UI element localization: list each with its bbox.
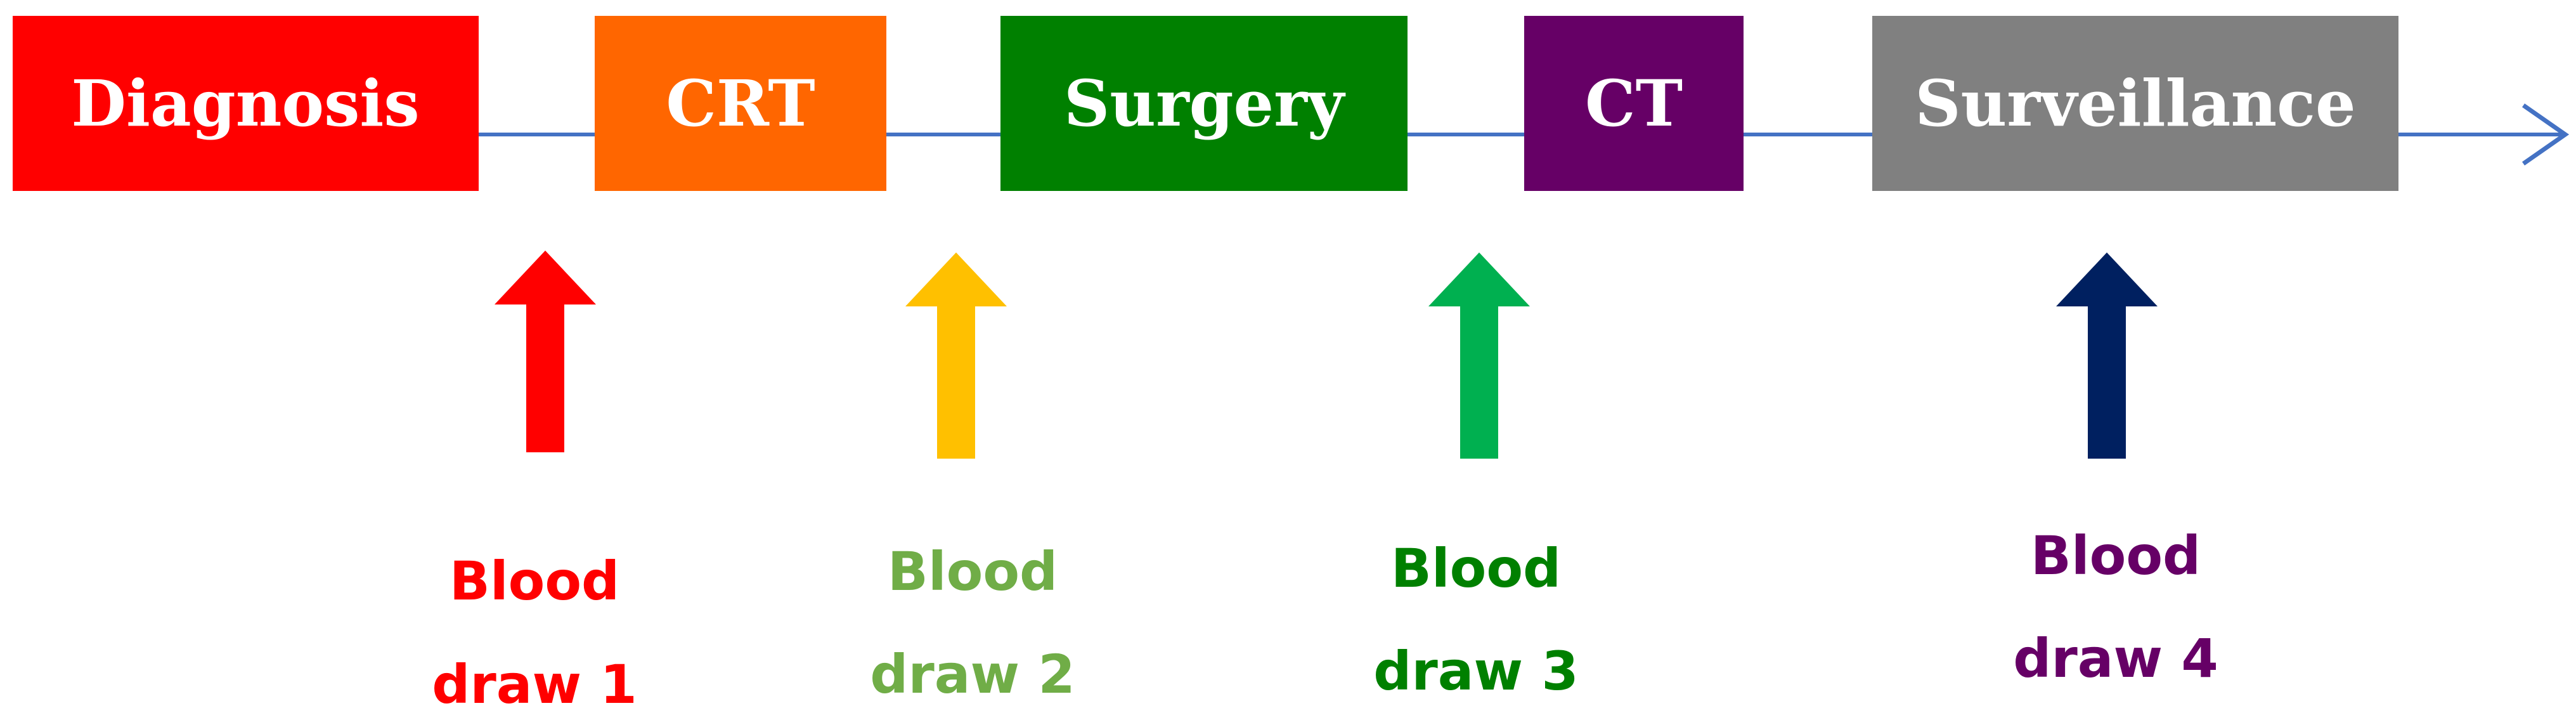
blood-draw-4-line2: draw 4 bbox=[2013, 627, 2218, 690]
stage-surveillance-box bbox=[1872, 16, 2398, 191]
timeline-arrowhead-icon bbox=[2521, 103, 2570, 166]
blood-draw-1: Blood draw 1 bbox=[432, 251, 637, 716]
blood-draw-4-line1: Blood bbox=[2031, 525, 2201, 587]
stage-surgery-label: Surgery bbox=[1064, 66, 1346, 141]
stage-ct-label: CT bbox=[1585, 66, 1683, 141]
up-arrow-icon bbox=[495, 251, 596, 452]
stage-crt: CRT bbox=[595, 16, 886, 191]
stage-diagnosis-box bbox=[13, 16, 479, 191]
stage-crt-label: CRT bbox=[666, 66, 815, 141]
blood-draw-2-line2: draw 2 bbox=[870, 643, 1075, 705]
stage-ct: CT bbox=[1524, 16, 1744, 191]
blood-draw-1-line2: draw 1 bbox=[432, 653, 637, 716]
stage-diagnosis-label: Diagnosis bbox=[71, 66, 419, 141]
up-arrow-icon bbox=[2056, 252, 2158, 459]
blood-draw-2: Blood draw 2 bbox=[870, 252, 1075, 705]
stage-surgery: Surgery bbox=[1000, 16, 1408, 191]
up-arrow-icon bbox=[905, 252, 1007, 459]
blood-draw-3: Blood draw 3 bbox=[1373, 252, 1579, 702]
stage-surveillance: Surveillance bbox=[1872, 16, 2398, 191]
up-arrow-icon bbox=[1428, 252, 1530, 459]
blood-draw-4: Blood draw 4 bbox=[2013, 252, 2218, 690]
stage-ct-box bbox=[1524, 16, 1744, 191]
blood-draw-2-line1: Blood bbox=[888, 540, 1058, 603]
blood-draw-3-line1: Blood bbox=[1391, 537, 1561, 599]
stage-diagnosis: Diagnosis bbox=[13, 16, 479, 191]
blood-draw-3-line2: draw 3 bbox=[1373, 640, 1579, 702]
stage-crt-box bbox=[595, 16, 886, 191]
blood-draw-1-line1: Blood bbox=[450, 550, 619, 612]
stage-surveillance-label: Surveillance bbox=[1915, 66, 2355, 141]
stage-surgery-box bbox=[1000, 16, 1408, 191]
